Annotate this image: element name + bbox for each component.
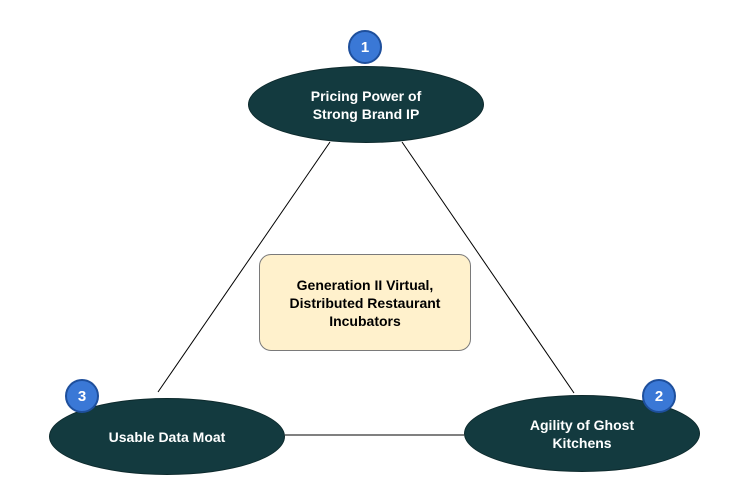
center-concept-label: Generation II Virtual, Distributed Resta… <box>289 276 441 329</box>
node-data-moat: Usable Data Moat <box>49 398 285 475</box>
number-badge-3: 3 <box>65 379 99 413</box>
number-badge-1-label: 1 <box>360 38 370 56</box>
node-data-moat-label: Usable Data Moat <box>108 428 226 445</box>
node-pricing-power-label: Pricing Power of Strong Brand IP <box>310 87 422 122</box>
number-badge-2: 2 <box>642 379 676 413</box>
number-badge-3-label: 3 <box>77 387 87 405</box>
number-badge-2-label: 2 <box>654 387 664 405</box>
center-concept-box: Generation II Virtual, Distributed Resta… <box>259 254 471 351</box>
node-ghost-kitchens-label: Agility of Ghost Kitchens <box>529 416 635 451</box>
connector-top-left <box>157 141 331 393</box>
number-badge-1: 1 <box>348 30 382 64</box>
node-pricing-power: Pricing Power of Strong Brand IP <box>248 66 484 143</box>
connector-top-right <box>401 141 575 394</box>
